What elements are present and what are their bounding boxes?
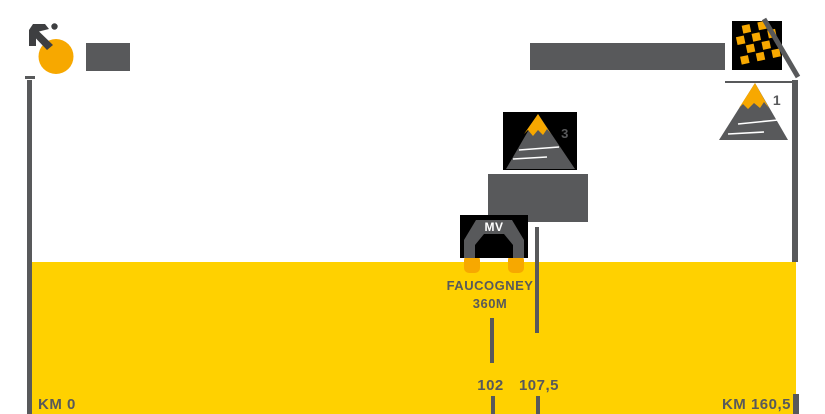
start-name-placeholder: [86, 43, 130, 71]
km-102-lower-tick: [491, 396, 495, 414]
cyclist-icon: [24, 18, 80, 80]
climb-category-1-label: 1: [772, 92, 782, 108]
checkered-flag-icon: [730, 15, 802, 80]
start-line-bar: [27, 80, 32, 414]
elevation-profile-area: [30, 262, 796, 414]
town-name-label: FAUCOGNEY: [446, 278, 534, 293]
km-102-label: 102: [477, 377, 504, 394]
intermediate-name-placeholder: [488, 174, 588, 222]
km-107-lower-tick: [536, 396, 540, 414]
km-107-upper-line: [535, 227, 539, 333]
km-107-label: 107,5: [518, 377, 560, 394]
mountain-cat1-icon: [716, 82, 790, 142]
climb-category-3-label: 3: [561, 126, 569, 141]
km-102-upper-line: [490, 318, 494, 363]
km-start-label: KM 0: [38, 396, 76, 413]
km-finish-label: KM 160,5: [721, 396, 791, 413]
finish-name-placeholder: [530, 43, 725, 70]
finish-line-bar-bottom: [793, 394, 799, 414]
arch-icon: [460, 215, 528, 273]
arch-label: MV: [484, 220, 504, 234]
mountain-cat3-icon: [503, 112, 577, 170]
finish-line-bar: [792, 80, 798, 262]
finish-line: [725, 81, 792, 83]
town-elevation-label: 360M: [472, 296, 508, 311]
start-line: [25, 76, 35, 79]
